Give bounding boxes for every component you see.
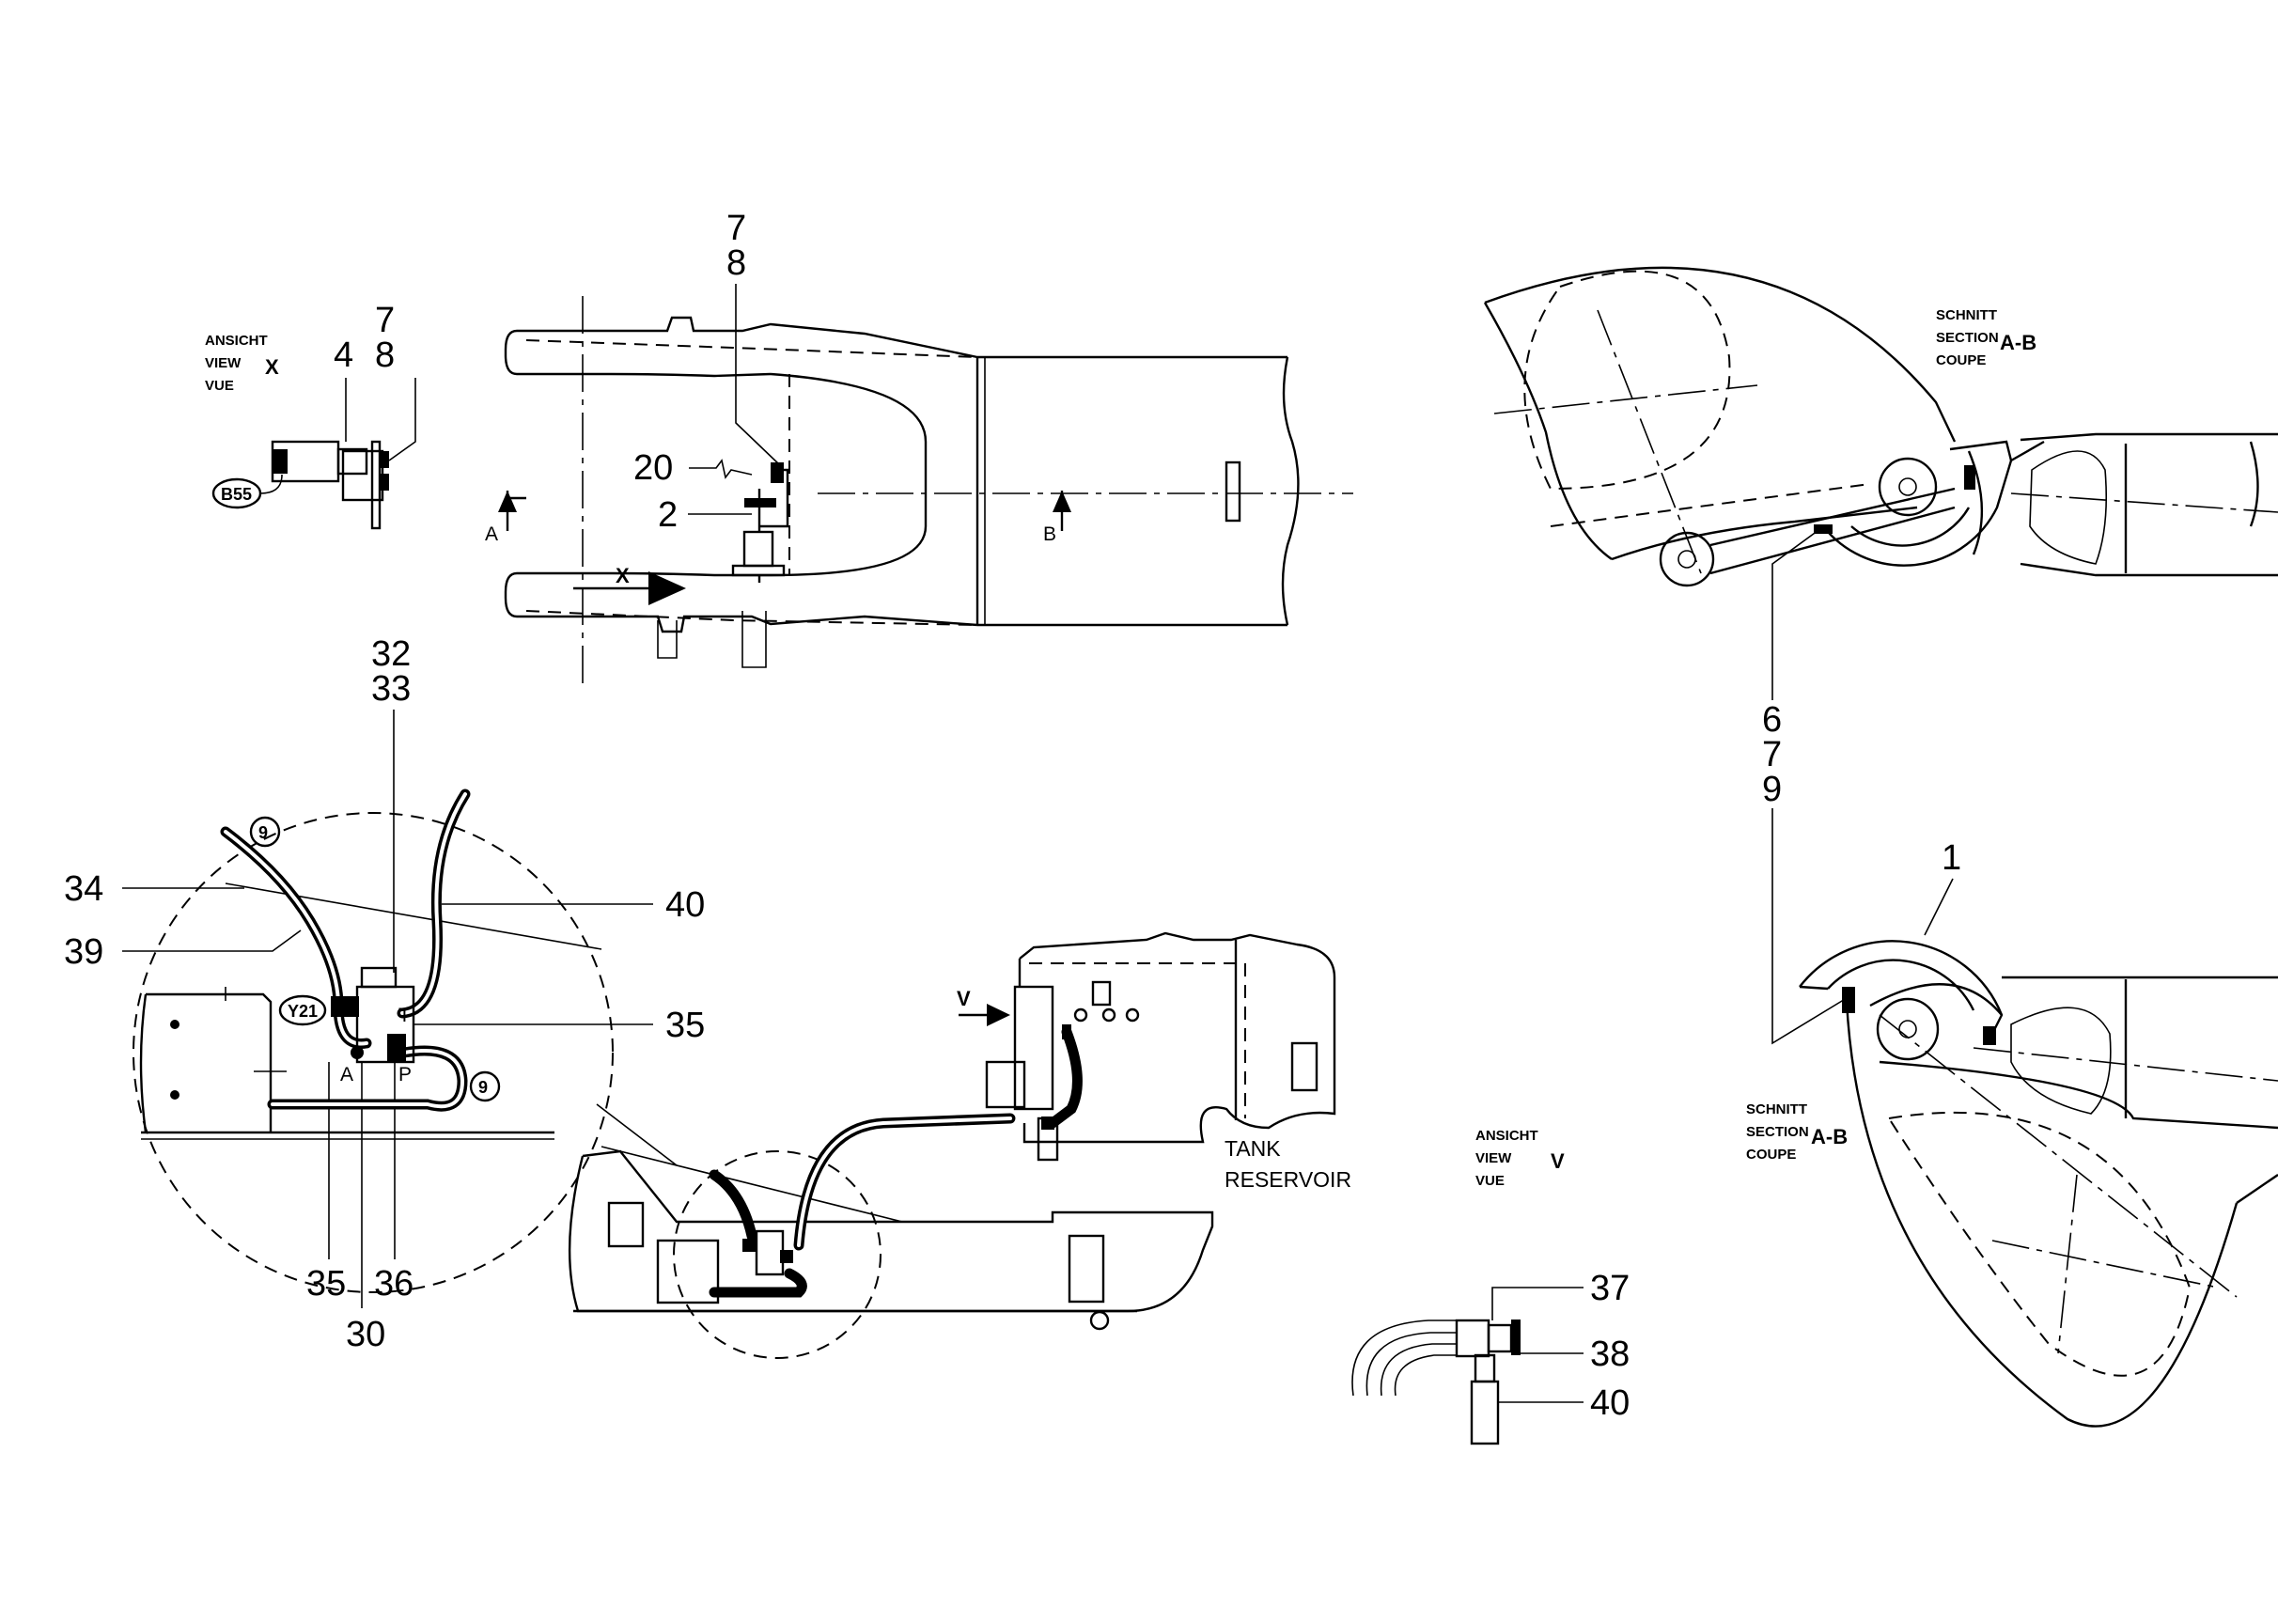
circled-9-right <box>469 1070 501 1102</box>
tag-y21-circle <box>278 994 327 1026</box>
top-view-label-20: 20 <box>633 448 673 488</box>
view-x-arrow-label: X <box>616 564 630 587</box>
section-bottom-label-1: 1 <box>1942 838 1961 878</box>
section-bottom-letter: A-B <box>1811 1125 1848 1148</box>
circled-9-right-text: 9 <box>478 1078 488 1097</box>
circled-9-top-text: 9 <box>258 823 268 842</box>
detail-label-35-right: 35 <box>665 1006 705 1045</box>
valve-detail-circle: 32 33 34 39 40 35 35 36 30 <box>64 634 705 1354</box>
tank-assembly: V TANK RESERVOIR <box>568 931 1351 1359</box>
detail-label-33: 33 <box>371 669 411 709</box>
tank-label: TANK <box>1225 1136 1281 1161</box>
view-v-caption-1: ANSICHT <box>1475 1128 1538 1144</box>
view-x-detail: ANSICHT VIEW VUE X 4 7 8 B55 <box>205 301 416 530</box>
view-v-label-40: 40 <box>1590 1383 1630 1423</box>
section-top-label-9: 9 <box>1762 770 1782 809</box>
view-x-letter: X <box>265 355 279 379</box>
tag-y21: Y21 <box>288 1002 318 1021</box>
section-top-label-6: 6 <box>1762 700 1782 740</box>
top-view-label-8: 8 <box>726 243 746 283</box>
detail-label-35-bottom: 35 <box>306 1264 346 1304</box>
view-v-label-37: 37 <box>1590 1269 1630 1308</box>
view-x-label-7: 7 <box>375 301 395 340</box>
view-v-letter: V <box>1551 1149 1565 1173</box>
view-x-caption-1: ANSICHT <box>205 333 268 349</box>
section-ab-lower: SCHNITT SECTION COUPE A-B 1 <box>1746 808 2278 1428</box>
detail-label-30: 30 <box>346 1315 385 1354</box>
port-p: P <box>398 1064 412 1085</box>
top-view-label-7: 7 <box>726 209 746 248</box>
detail-label-40: 40 <box>665 885 705 925</box>
view-x-label-4: 4 <box>334 336 353 375</box>
detail-label-39: 39 <box>64 932 103 972</box>
circled-9-top <box>249 816 281 848</box>
view-v-caption-2: VIEW <box>1475 1150 1512 1166</box>
view-x-label-8: 8 <box>375 336 395 375</box>
port-t: T <box>398 1005 411 1026</box>
section-top-caption-2: SECTION <box>1936 330 1999 346</box>
section-top-label-7: 7 <box>1762 735 1782 774</box>
section-top-caption-3: COUPE <box>1936 352 1986 368</box>
section-bottom-caption-3: COUPE <box>1746 1147 1796 1163</box>
reservoir-label: RESERVOIR <box>1225 1167 1351 1192</box>
section-top-letter: A-B <box>2000 331 2036 354</box>
section-bottom-caption-1: SCHNITT <box>1746 1101 1807 1117</box>
view-x-caption-3: VUE <box>205 378 234 394</box>
top-view-label-2: 2 <box>658 495 678 535</box>
section-top-caption-1: SCHNITT <box>1936 307 1997 323</box>
detail-label-34: 34 <box>64 869 103 909</box>
section-ab-upper: SCHNITT SECTION COUPE A-B 6 7 9 <box>1483 266 2278 809</box>
detail-label-32: 32 <box>371 634 411 674</box>
view-v-arrow-label: V <box>957 987 971 1010</box>
detail-label-36: 36 <box>374 1264 413 1304</box>
view-x-caption-2: VIEW <box>205 355 242 371</box>
view-v-label-38: 38 <box>1590 1335 1630 1374</box>
section-mark-a: A <box>485 523 498 545</box>
view-v-detail: ANSICHT VIEW VUE V 37 38 40 <box>1351 1128 1630 1445</box>
section-bottom-caption-2: SECTION <box>1746 1124 1809 1140</box>
boom-top-view: A B X 7 8 20 2 <box>485 209 1353 686</box>
section-mark-b: B <box>1043 523 1056 545</box>
view-v-caption-3: VUE <box>1475 1173 1505 1189</box>
tag-b55: B55 <box>221 485 252 504</box>
port-a: A <box>340 1064 353 1085</box>
